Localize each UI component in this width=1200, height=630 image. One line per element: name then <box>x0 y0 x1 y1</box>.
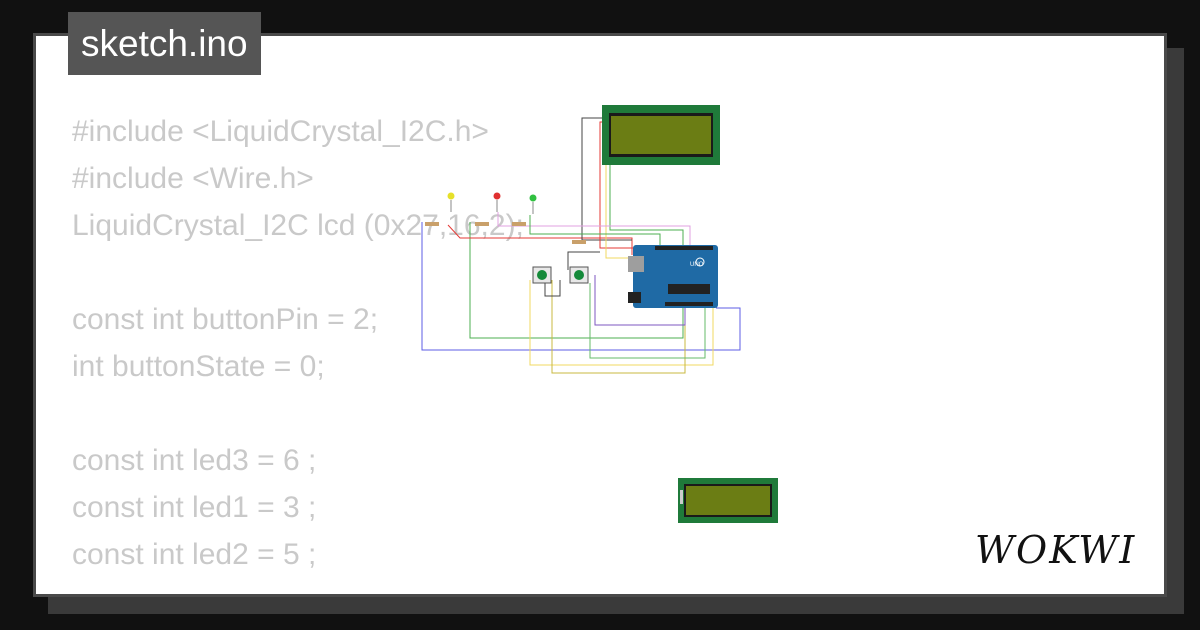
code-preview: #include <LiquidCrystal_I2C.h> #include … <box>72 108 524 578</box>
wire-black-3 <box>544 280 561 297</box>
power-jack <box>628 292 641 303</box>
wire-pink <box>497 212 691 245</box>
wokwi-logo: WOKWI <box>975 528 1136 572</box>
led-red <box>493 192 501 200</box>
wokwi-logo-text: WOKWI <box>975 528 1136 572</box>
header-bottom <box>665 302 713 306</box>
code-line: const int led3 = 6 ; <box>72 444 317 477</box>
board-pcb <box>633 245 718 308</box>
resistor <box>425 222 439 226</box>
code-line: const int led2 = 5 ; <box>72 538 317 571</box>
push-buttons <box>532 266 589 284</box>
usb-port <box>628 256 644 272</box>
resistor <box>572 240 586 244</box>
code-line: LiquidCrystal_I2C lcd (0x27,16,2); <box>72 209 524 242</box>
code-line: const int buttonPin = 2; <box>72 303 379 336</box>
resistors <box>425 222 586 244</box>
resistor <box>475 222 489 226</box>
board-label: UNO <box>690 262 704 268</box>
leds <box>447 192 537 214</box>
led-green <box>529 194 537 202</box>
header-top <box>655 246 713 250</box>
wires <box>421 117 741 374</box>
file-title-tab: sketch.ino <box>68 12 261 75</box>
button-cap <box>574 270 584 280</box>
wire-black-2 <box>567 251 600 270</box>
wire-black <box>581 117 632 241</box>
code-line: #include <LiquidCrystal_I2C.h> <box>72 115 489 148</box>
code-line: const int led1 = 3 ; <box>72 491 317 524</box>
lcd-screen <box>686 486 770 515</box>
resistor <box>512 222 526 226</box>
logo-mark <box>695 257 705 267</box>
led-yellow <box>447 192 455 200</box>
wire-green-3 <box>609 130 684 245</box>
wire-green <box>469 222 684 339</box>
wire-yellow-2 <box>551 280 686 374</box>
lcd-pins <box>680 490 683 504</box>
wire-yellow <box>529 280 714 366</box>
wire-purple <box>594 275 686 326</box>
wire-blue <box>421 222 741 351</box>
lcd-screen <box>611 116 711 154</box>
button-cap <box>537 270 547 280</box>
code-line: #include <Wire.h> <box>72 162 314 195</box>
chip <box>668 284 710 294</box>
wire-green-4 <box>529 215 661 245</box>
wire-green-2 <box>589 283 706 359</box>
arduino-board: UNO <box>628 245 718 308</box>
lcd-top <box>602 105 720 165</box>
wire-red <box>447 224 633 255</box>
lcd-bottom <box>678 478 778 523</box>
code-line: int buttonState = 0; <box>72 350 325 383</box>
